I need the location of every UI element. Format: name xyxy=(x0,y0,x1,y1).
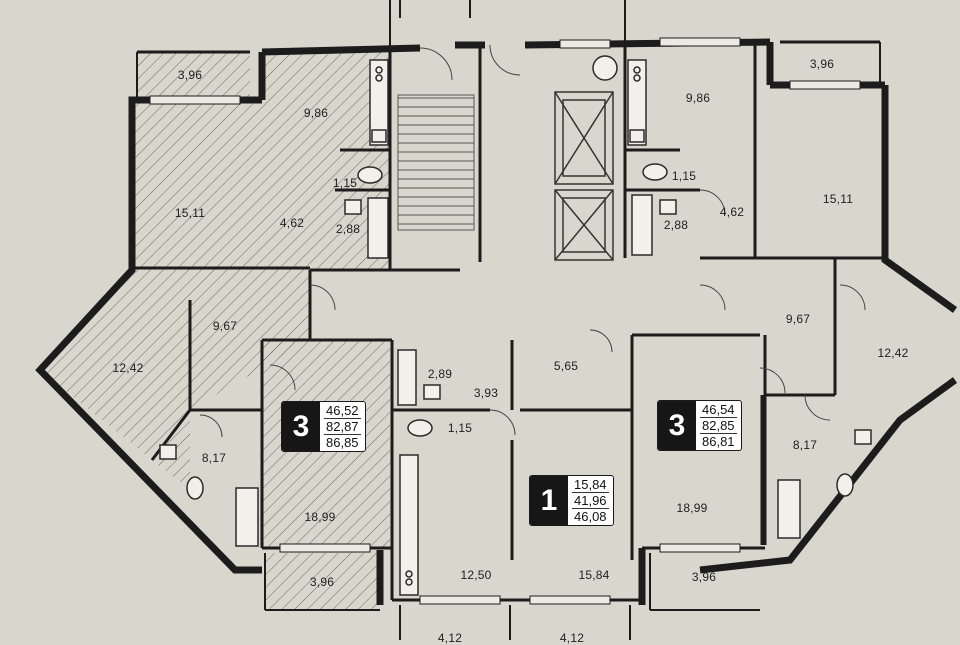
kitchen-area: 12,50 xyxy=(460,568,492,582)
toilet-area: 1,15 xyxy=(671,169,697,183)
room-count: 1 xyxy=(530,476,568,525)
toilet-area: 1,15 xyxy=(332,176,358,190)
apartment-badge: 3 46,54 82,85 86,81 xyxy=(657,400,742,451)
living-area-value: 15,84 xyxy=(572,477,609,493)
windows xyxy=(149,37,861,605)
living-room-area: 15,11 xyxy=(822,192,854,206)
balcony-area: 3,96 xyxy=(691,570,717,584)
area-values: 46,54 82,85 86,81 xyxy=(696,401,741,450)
corridor-area: 9,67 xyxy=(785,312,811,326)
elevator-shafts xyxy=(554,91,614,261)
room-count: 3 xyxy=(658,401,696,450)
balcony-area: 3,96 xyxy=(309,575,335,589)
balcony-area: 3,96 xyxy=(177,68,203,82)
apartment-badge: 3 46,52 82,87 86,85 xyxy=(281,401,366,452)
bedroom-area: 12,42 xyxy=(112,361,144,375)
doors xyxy=(199,44,866,438)
total-with-balcony-value: 86,81 xyxy=(702,434,735,449)
kitchen-area: 9,86 xyxy=(685,91,711,105)
sanitary-fixtures xyxy=(159,55,872,596)
balcony-area: 3,96 xyxy=(809,57,835,71)
apartment-badge: 1 15,84 41,96 46,08 xyxy=(529,475,614,526)
area-values: 46,52 82,87 86,85 xyxy=(320,402,365,451)
bath-area: 2,89 xyxy=(427,367,453,381)
kitchen-area: 9,86 xyxy=(303,106,329,120)
total-with-balcony-value: 46,08 xyxy=(574,509,607,524)
corridor-area: 9,67 xyxy=(212,319,238,333)
area-values: 15,84 41,96 46,08 xyxy=(568,476,613,525)
corridor-area: 5,65 xyxy=(553,359,579,373)
living-room-area: 15,11 xyxy=(174,206,206,220)
toilet-area: 1,15 xyxy=(447,421,473,435)
bathroom-area: 8,17 xyxy=(792,438,818,452)
total-area-value: 82,87 xyxy=(324,419,361,435)
living-room-area: 18,99 xyxy=(304,510,336,524)
hall-area: 3,93 xyxy=(473,386,499,400)
living-area-value: 46,54 xyxy=(700,402,737,418)
bath-area: 2,88 xyxy=(335,222,361,236)
hall-area: 4,62 xyxy=(719,205,745,219)
total-area-value: 82,85 xyxy=(700,418,737,434)
room-count: 3 xyxy=(282,402,320,451)
living-room-area: 15,84 xyxy=(578,568,610,582)
total-with-balcony-value: 86,85 xyxy=(326,435,359,450)
hall-area: 4,62 xyxy=(279,216,305,230)
bedroom-area: 12,42 xyxy=(877,346,909,360)
stairwell xyxy=(397,94,475,231)
balcony-area: 4,12 xyxy=(437,631,463,645)
living-area-value: 46,52 xyxy=(324,403,361,419)
living-room-area: 18,99 xyxy=(676,501,708,515)
bathroom-area: 8,17 xyxy=(201,451,227,465)
total-area-value: 41,96 xyxy=(572,493,609,509)
bath-area: 2,88 xyxy=(663,218,689,232)
balcony-area: 4,12 xyxy=(559,631,585,645)
